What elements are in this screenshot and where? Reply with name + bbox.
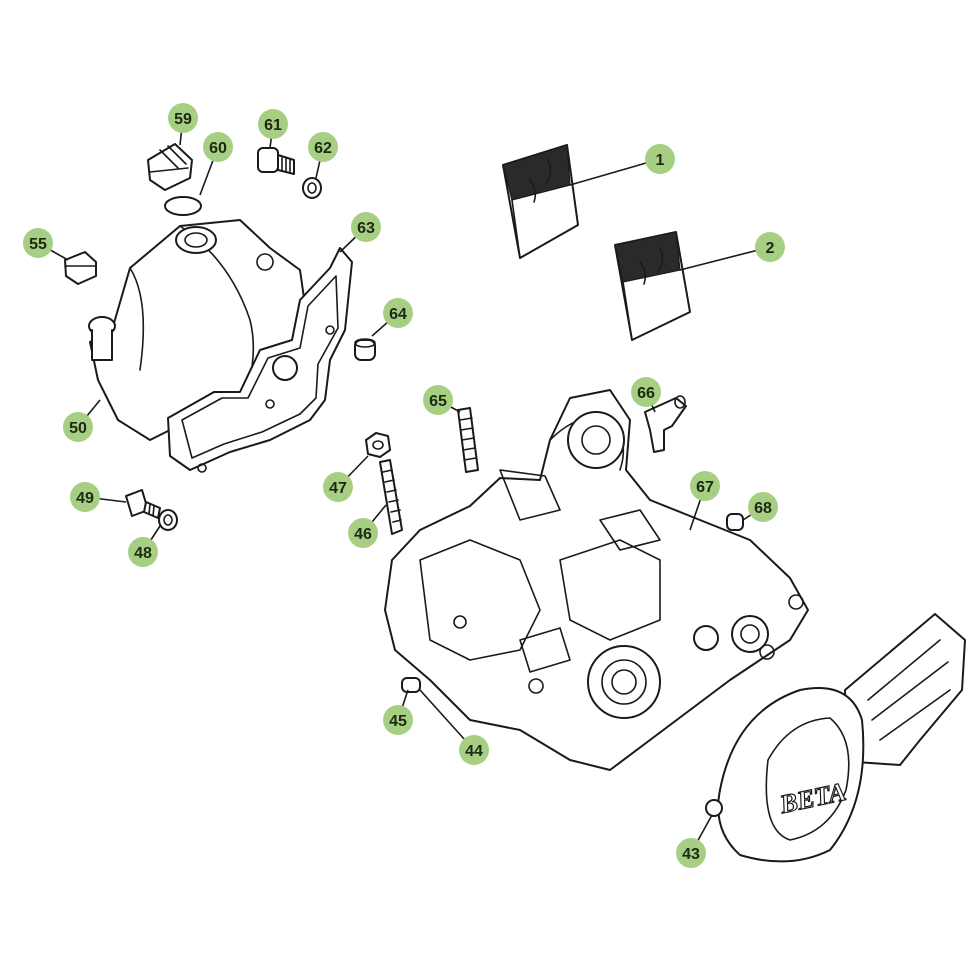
callout-55[interactable]: 55 (23, 228, 53, 258)
svg-text:65: 65 (429, 393, 447, 410)
callout-63[interactable]: 63 (351, 212, 381, 242)
svg-text:62: 62 (314, 140, 332, 157)
part-61-bolt (257, 147, 295, 175)
svg-text:1: 1 (656, 152, 665, 169)
callout-47[interactable]: 47 (323, 472, 353, 502)
callouts: 1 2 43 44 45 46 47 48 49 50 55 59 60 61 … (23, 103, 785, 868)
callout-1[interactable]: 1 (645, 144, 675, 174)
svg-text:2: 2 (766, 240, 775, 257)
callout-66[interactable]: 66 (631, 377, 661, 407)
svg-text:61: 61 (264, 117, 282, 134)
svg-text:63: 63 (357, 220, 375, 237)
part-68-dowel (726, 513, 744, 531)
part-46-stud (379, 459, 403, 535)
part-43-ignition-cover: BETA (705, 613, 966, 863)
callout-62[interactable]: 62 (308, 132, 338, 162)
callout-59[interactable]: 59 (168, 103, 198, 133)
svg-text:67: 67 (696, 479, 714, 496)
part-62-washer (302, 177, 322, 199)
svg-text:49: 49 (76, 490, 94, 507)
callout-2[interactable]: 2 (755, 232, 785, 262)
callout-67[interactable]: 67 (690, 471, 720, 501)
part-44-crankcase (384, 389, 809, 771)
callout-64[interactable]: 64 (383, 298, 413, 328)
svg-text:68: 68 (754, 500, 772, 517)
part-64-dowel (354, 338, 376, 361)
callout-48[interactable]: 48 (128, 537, 158, 567)
part-45-dowel (401, 677, 421, 693)
callout-43[interactable]: 43 (676, 838, 706, 868)
part-65-stud (457, 407, 479, 473)
part-50-clutch-cover (88, 219, 311, 441)
callout-46[interactable]: 46 (348, 518, 378, 548)
svg-text:48: 48 (134, 545, 152, 562)
part-63-gasket (167, 247, 353, 473)
svg-text:45: 45 (389, 713, 407, 730)
svg-text:55: 55 (29, 236, 47, 253)
callout-49[interactable]: 49 (70, 482, 100, 512)
part-47-nut (365, 432, 391, 458)
callout-68[interactable]: 68 (748, 492, 778, 522)
svg-text:43: 43 (682, 846, 700, 863)
callout-45[interactable]: 45 (383, 705, 413, 735)
part-1-pouch (502, 144, 579, 259)
part-55-plug (64, 251, 97, 285)
svg-text:66: 66 (637, 385, 655, 402)
callout-61[interactable]: 61 (258, 109, 288, 139)
part-60-o-ring (164, 196, 202, 216)
svg-text:64: 64 (389, 306, 407, 323)
part-59-filler-plug (147, 143, 193, 191)
callout-50[interactable]: 50 (63, 412, 93, 442)
callout-44[interactable]: 44 (459, 735, 489, 765)
svg-text:44: 44 (465, 743, 483, 760)
leader-lines (37, 117, 771, 854)
svg-text:59: 59 (174, 111, 192, 128)
svg-text:50: 50 (69, 420, 87, 437)
callout-65[interactable]: 65 (423, 385, 453, 415)
svg-text:47: 47 (329, 480, 347, 497)
svg-text:46: 46 (354, 526, 372, 543)
part-48-washer (158, 509, 178, 531)
part-49-bolt (125, 489, 161, 519)
callout-60[interactable]: 60 (203, 132, 233, 162)
part-2-pouch (614, 231, 691, 341)
svg-text:60: 60 (209, 140, 227, 157)
